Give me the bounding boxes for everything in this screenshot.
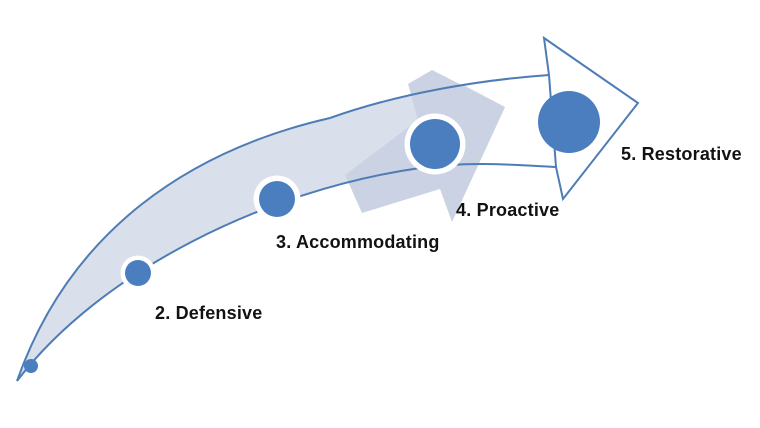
stage-2-label: 2. Defensive [155,303,263,323]
band-bottom-curve [16,163,557,382]
stage-5-marker [538,91,600,153]
stage-3-marker [259,181,295,217]
stage-1-marker [24,359,38,373]
stage-3-label: 3. Accommodating [276,232,440,252]
stage-2-marker [125,260,151,286]
band-top-curve [16,74,550,382]
stage-5-label: 5. Restorative [621,144,742,164]
stage-4-label: 4. Proactive [456,200,560,220]
band-gap-mask [432,55,575,222]
stage-4-marker [410,119,460,169]
